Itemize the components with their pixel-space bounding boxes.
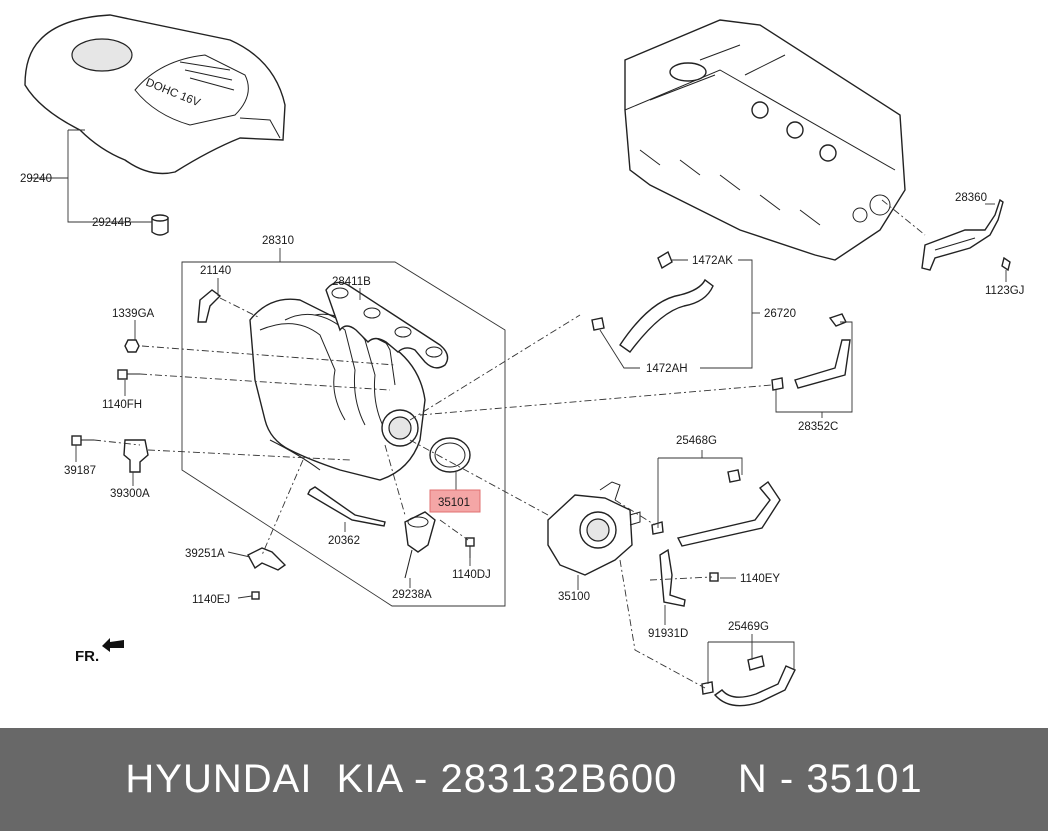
label-1472ak: 1472AK <box>692 255 733 267</box>
leader-lines <box>30 129 1007 684</box>
label-21140: 21140 <box>200 265 231 277</box>
part-labels: 29240 29244B 28310 21140 28411B 1339GA 1… <box>20 173 1024 640</box>
label-91931d: 91931D <box>648 628 688 640</box>
cylinder-head <box>624 19 906 261</box>
label-1140dj: 1140DJ <box>452 569 491 581</box>
engine-cover: DOHC 16V <box>24 14 286 175</box>
label-1472ah: 1472AH <box>646 363 688 375</box>
label-29238a: 29238A <box>392 589 432 601</box>
hose-25468g <box>651 469 781 547</box>
label-39187: 39187 <box>64 465 96 477</box>
manifold-assembly-box <box>181 261 506 607</box>
label-1123gj: 1123GJ <box>985 285 1024 297</box>
bolt-1339ga <box>124 339 140 353</box>
highlight-box-35101 <box>429 489 481 513</box>
label-25469g: 25469G <box>728 621 769 633</box>
label-28360: 28360 <box>955 192 987 204</box>
label-28352c: 28352C <box>798 421 838 433</box>
front-direction-indicator: FR. <box>75 638 124 665</box>
label-35100: 35100 <box>558 591 590 603</box>
bolt-1140dj <box>465 537 475 558</box>
relation-lines <box>93 199 926 689</box>
part-number-footer: HYUNDAI KIA - 283132B600 N - 35101 <box>0 728 1048 831</box>
footer-part-number-text: HYUNDAI KIA - 283132B600 N - 35101 <box>125 757 923 801</box>
hose-28352c <box>771 313 851 391</box>
label-1339ga: 1339GA <box>112 308 155 320</box>
rod-20362 <box>307 486 386 527</box>
hose-21140 <box>197 289 222 323</box>
front-label: FR. <box>75 648 99 665</box>
throttle-body <box>547 481 641 576</box>
label-28310: 28310 <box>262 235 294 247</box>
sensor-39300a <box>123 439 149 473</box>
bracket-39251a <box>247 547 287 600</box>
label-1140fh: 1140FH <box>102 399 142 411</box>
grommet-part <box>151 214 169 236</box>
hose-26720 <box>591 250 714 353</box>
label-26720: 26720 <box>764 308 796 320</box>
actuator-29238a <box>404 511 436 579</box>
label-28411b: 28411B <box>332 276 371 288</box>
hose-25469g <box>701 655 796 707</box>
label-39251a: 39251A <box>185 548 225 560</box>
gasket-28411b <box>325 281 449 369</box>
label-29240: 29240 <box>20 173 52 185</box>
front-arrow-icon <box>102 638 124 652</box>
bracket-28360 <box>921 198 1011 272</box>
o-ring-35101 <box>429 437 471 473</box>
label-39300a: 39300A <box>110 488 150 500</box>
label-29244b: 29244B <box>92 217 132 229</box>
exploded-parts-diagram: DOHC 16V <box>20 14 1024 707</box>
label-20362: 20362 <box>328 535 360 547</box>
bolt-39187 <box>71 435 94 446</box>
label-35101: 35101 <box>438 497 470 509</box>
label-1140ej: 1140EJ <box>192 594 230 606</box>
label-1140ey: 1140EY <box>740 573 780 585</box>
bolt-1140fh <box>117 369 140 380</box>
harness-91931d <box>659 548 686 607</box>
label-25468g: 25468G <box>676 435 717 447</box>
